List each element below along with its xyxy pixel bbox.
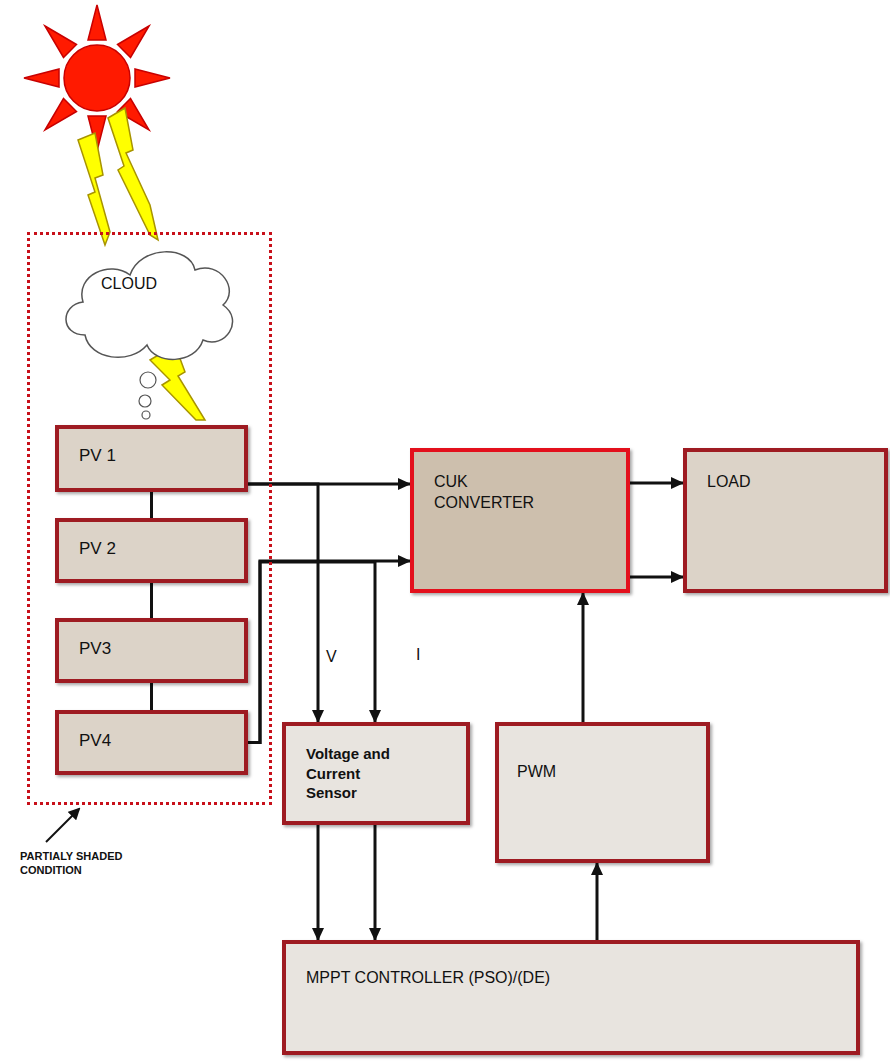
wire-connector: [596, 863, 599, 940]
wire-connector: [630, 482, 683, 485]
pv-panel: PV 1: [55, 425, 248, 492]
wire-connector: [248, 562, 375, 743]
cloud-outline: [55, 240, 240, 370]
node-label: PWM: [517, 762, 556, 783]
pv-panel: PV 2: [55, 518, 248, 583]
signal-label: V: [324, 648, 339, 666]
controller-box: MPPT CONTROLLER (PSO)/(DE): [282, 940, 860, 1055]
node-label: PV 1: [79, 445, 116, 467]
node-label: PV4: [79, 730, 111, 752]
cloud-shape: CLOUD: [55, 240, 240, 370]
leader-arrow: [46, 809, 79, 842]
sensor-box: Voltage and Current Sensor: [282, 722, 470, 825]
node-label: PV 2: [79, 538, 116, 560]
wire-connector: [150, 492, 153, 518]
node-label: LOAD: [707, 472, 751, 493]
wire-connector: [317, 825, 320, 940]
lightning-bolt: [78, 108, 158, 245]
sun-icon: [24, 5, 170, 151]
shaded-region: PARTIALY SHADED CONDITIONCLOUDPV 1PV 2PV…: [27, 232, 272, 805]
node-label: Voltage and Current Sensor: [306, 744, 406, 803]
node-label: PV3: [79, 638, 111, 660]
pv-panel: PV4: [55, 710, 248, 775]
wire-connector: [150, 683, 153, 710]
wire-connector: [582, 593, 585, 722]
lightning-bolt: [150, 345, 205, 420]
pv-panel: PV3: [55, 618, 248, 683]
wire-connector: [630, 576, 683, 579]
cloud-outline: [66, 252, 233, 360]
wire-connector: [374, 825, 377, 940]
signal-label: I: [414, 646, 422, 664]
converter-box: CUK CONVERTER: [410, 448, 630, 593]
pwm-box: PWM: [495, 722, 710, 863]
node-label: PARTIALY SHADED CONDITION: [20, 849, 170, 878]
load-box: LOAD: [683, 448, 888, 593]
thought-bubbles: [139, 372, 156, 419]
wire-connector: [150, 583, 153, 618]
wire-connector: [248, 561, 410, 742]
node-label: CLOUD: [101, 274, 157, 295]
node-label: MPPT CONTROLLER (PSO)/(DE): [306, 968, 550, 989]
node-label: CUK CONVERTER: [434, 472, 549, 514]
